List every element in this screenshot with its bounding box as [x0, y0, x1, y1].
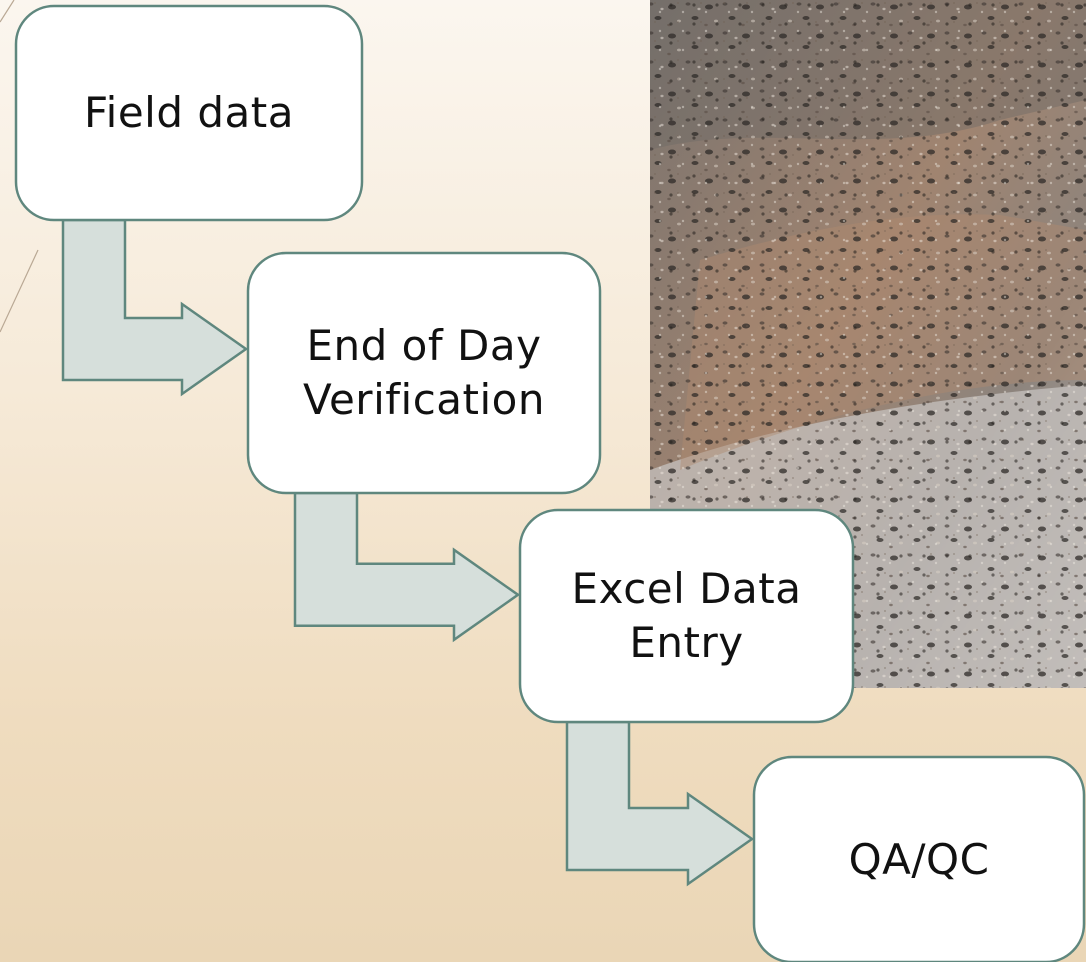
connectors: [61, 218, 755, 887]
connector-arrow-1: [61, 218, 249, 397]
step-boxes: [14, 4, 1086, 962]
step-label-3: Excel Data Entry: [571, 564, 802, 667]
step-label-4: QA/QC: [848, 834, 990, 884]
step-box-1: [14, 4, 364, 222]
step-label-2: End of Day Verification: [303, 321, 545, 424]
step-box-4: [752, 755, 1086, 962]
connector-arrow-3: [565, 720, 755, 887]
connector-arrow-2: [293, 491, 521, 643]
decorative-line: [0, 249, 39, 333]
step-label-1: Field data: [84, 88, 294, 137]
step-box-2: [246, 251, 602, 495]
decorative-line: [0, 0, 15, 23]
step-box-3: [518, 508, 855, 724]
